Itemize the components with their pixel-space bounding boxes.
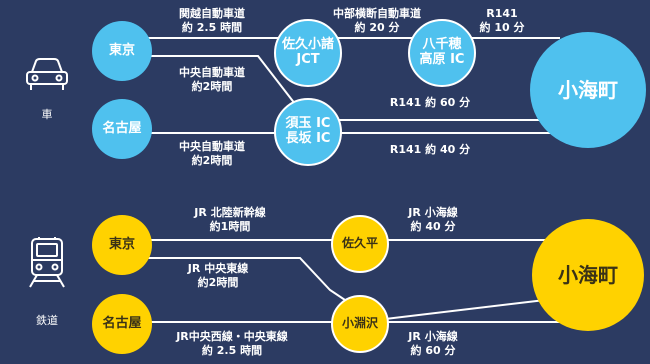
route-koumi-b-name: JR 小海線 (408, 330, 458, 343)
route-r141-c-label: R141 約 40 分 (389, 143, 471, 156)
route-chuo-tokyo-time: 約2時間 (191, 79, 233, 93)
rail-node-kobuchizawa: 小淵沢 (331, 295, 389, 353)
route-kanetsu-name: 関越自動車道 (179, 7, 245, 20)
car-mode-label: 車 (41, 108, 53, 121)
rail-node-sakudaira-label: 佐久平 (341, 236, 378, 251)
route-chuo-east-name: JR 中央東線 (187, 262, 249, 275)
route-chuo-tokyo-name: 中央自動車道 (179, 66, 245, 79)
rail-node-nagoya-label: 名古屋 (102, 315, 142, 331)
route-koumi-a-name: JR 小海線 (408, 206, 458, 219)
route-chuo-east-label: JR 中央東線 約2時間 (188, 262, 248, 290)
route-r141-a-label: R141 約 10 分 (480, 7, 525, 35)
train-icon (29, 237, 65, 288)
rail-node-tokyo-label: 東京 (108, 236, 135, 252)
route-chuo-tokyo-label: 中央自動車道 約2時間 (179, 66, 245, 94)
route-chubu-name: 中部横断自動車道 (333, 7, 421, 20)
route-hokuriku-time: 約1時間 (209, 219, 251, 233)
route-r141-a-time: 約 10 分 (479, 20, 525, 34)
car-node-nagoya-label: 名古屋 (102, 120, 142, 136)
route-r141-a-name: R141 (486, 7, 518, 20)
car-node-koumi-label: 小海町 (558, 77, 618, 102)
sudama-line2: 長坂 IC (285, 131, 331, 146)
car-node-saku-komoro-jct: 佐久小諸 JCT (274, 19, 342, 87)
route-chuo-west-name: JR中央西線・中央東線 (176, 330, 288, 343)
route-chubu-label: 中部横断自動車道 約 20 分 (333, 7, 421, 35)
route-chuo-nagoya-name: 中央自動車道 (179, 140, 245, 153)
rail-node-sakudaira: 佐久平 (331, 215, 389, 273)
car-icon (26, 58, 68, 90)
route-koumi-a-time: 約 40 分 (410, 219, 456, 233)
car-node-nagoya: 名古屋 (92, 99, 152, 159)
route-chuo-west-time: 約 2.5 時間 (201, 343, 263, 357)
route-chuo-nagoya-time: 約2時間 (191, 153, 233, 167)
route-kanetsu-label: 関越自動車道 約 2.5 時間 (179, 7, 245, 35)
saku-line2: JCT (296, 52, 320, 67)
route-chuo-nagoya-label: 中央自動車道 約2時間 (179, 140, 245, 168)
route-chuo-east-time: 約2時間 (197, 275, 239, 289)
sudama-line1: 須玉 IC (285, 116, 331, 132)
route-kobuchizawa-koumi-connector (359, 299, 546, 323)
rail-mode-label: 鉄道 (36, 314, 58, 327)
route-koumi-b-label: JR 小海線 約 60 分 (408, 330, 457, 358)
route-chuo-west-label: JR中央西線・中央東線 約 2.5 時間 (176, 330, 288, 358)
car-node-yachiho-kogen-ic: 八千穂 高原 IC (408, 19, 476, 87)
rail-node-koumi: 小海町 (532, 219, 644, 331)
route-koumi-b-time: 約 60 分 (410, 343, 456, 357)
route-hokuriku-name: JR 北陸新幹線 (194, 206, 266, 219)
rail-node-kobuchizawa-label: 小淵沢 (341, 316, 378, 331)
car-node-sudama-nagasaka-ic: 須玉 IC 長坂 IC (274, 98, 342, 166)
car-node-tokyo: 東京 (92, 21, 152, 81)
route-r141-b-label: R141 約 60 分 (389, 96, 471, 109)
route-hokuriku-label: JR 北陸新幹線 約1時間 (194, 206, 265, 234)
saku-line1: 佐久小諸 (281, 37, 334, 53)
route-chubu-time: 約 20 分 (354, 20, 400, 34)
rail-node-tokyo: 東京 (92, 215, 152, 275)
yachiho-line2: 高原 IC (419, 52, 465, 67)
car-node-tokyo-label: 東京 (108, 42, 135, 58)
rail-node-nagoya: 名古屋 (92, 294, 152, 354)
route-koumi-a-label: JR 小海線 約 40 分 (408, 206, 457, 234)
car-node-koumi: 小海町 (530, 32, 646, 148)
yachiho-line1: 八千穂 (422, 37, 462, 53)
route-kanetsu-time: 約 2.5 時間 (181, 20, 243, 34)
rail-node-koumi-label: 小海町 (558, 262, 618, 287)
